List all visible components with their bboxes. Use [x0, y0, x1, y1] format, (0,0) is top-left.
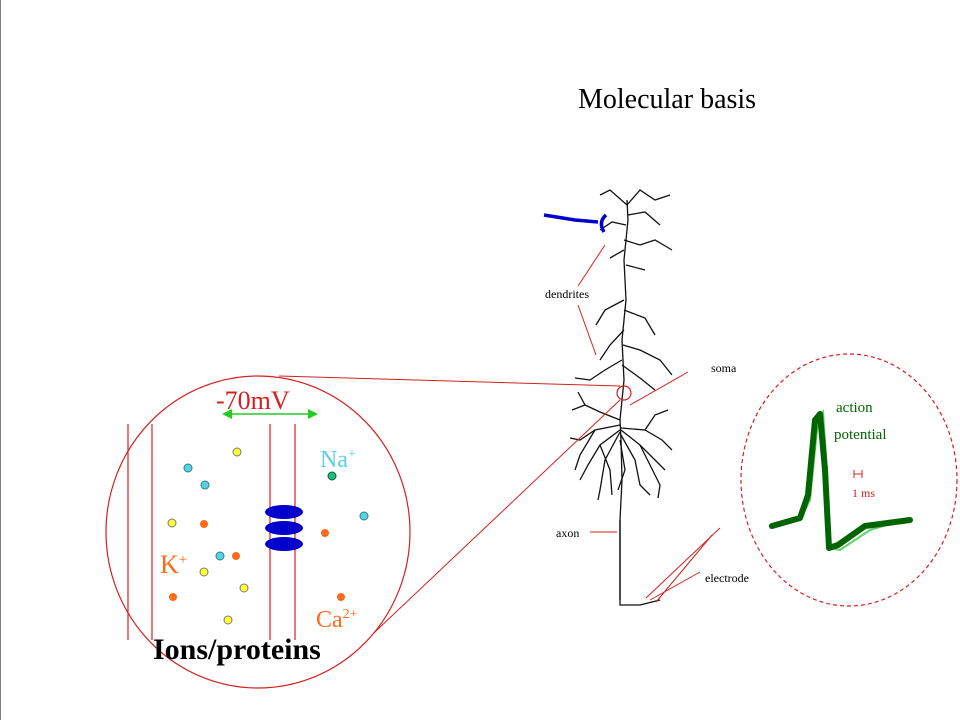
ion-yellow: [167, 518, 177, 528]
label-pointers: [577, 244, 721, 603]
ion-na: [200, 480, 210, 490]
ap-label-line2: potential: [834, 427, 887, 443]
action-potential-trace: [769, 411, 913, 551]
ion-k: [337, 593, 345, 601]
dendrites-label: dendrites: [545, 287, 589, 301]
ion-yellow: [232, 447, 242, 457]
voltage-label: -70mV: [216, 386, 290, 415]
time-scale-label: 1 ms: [852, 486, 875, 500]
ion-na: [359, 511, 369, 521]
membrane-zoom-circle: [105, 375, 411, 689]
voltage-arrow: [222, 409, 318, 419]
ion-yellow: [223, 615, 233, 625]
ions: [167, 447, 369, 625]
ion-na: [183, 463, 193, 473]
diagram-title: Molecular basis: [578, 84, 757, 115]
electrode-label: electrode: [705, 571, 749, 585]
ion-k: [321, 529, 329, 537]
soma-label: soma: [711, 361, 737, 375]
ion-yellow: [199, 567, 209, 577]
presynaptic-axon: [543, 213, 599, 224]
ion-na: [327, 471, 337, 481]
time-scale-bar: [853, 470, 863, 478]
ion-na: [215, 551, 225, 561]
pyramidal-neuron: [569, 189, 673, 606]
ions-proteins-caption: Ions/proteins: [153, 633, 321, 666]
ion-k: [232, 552, 240, 560]
k-ion-label: K+: [160, 550, 187, 579]
ion-channel: [265, 505, 303, 551]
ap-label-line1: action: [836, 400, 873, 416]
zoom-line-top: [278, 375, 621, 387]
ca-ion-label: Ca2+: [316, 607, 358, 633]
zoom-line-bottom: [357, 399, 621, 649]
ion-yellow: [239, 583, 249, 593]
ion-k: [200, 520, 208, 528]
synapse-terminal: [599, 213, 608, 233]
action-potential-inset: [740, 353, 958, 607]
axon-label: axon: [556, 526, 579, 540]
na-ion-label: Na+: [320, 447, 356, 473]
ion-k: [169, 593, 177, 601]
